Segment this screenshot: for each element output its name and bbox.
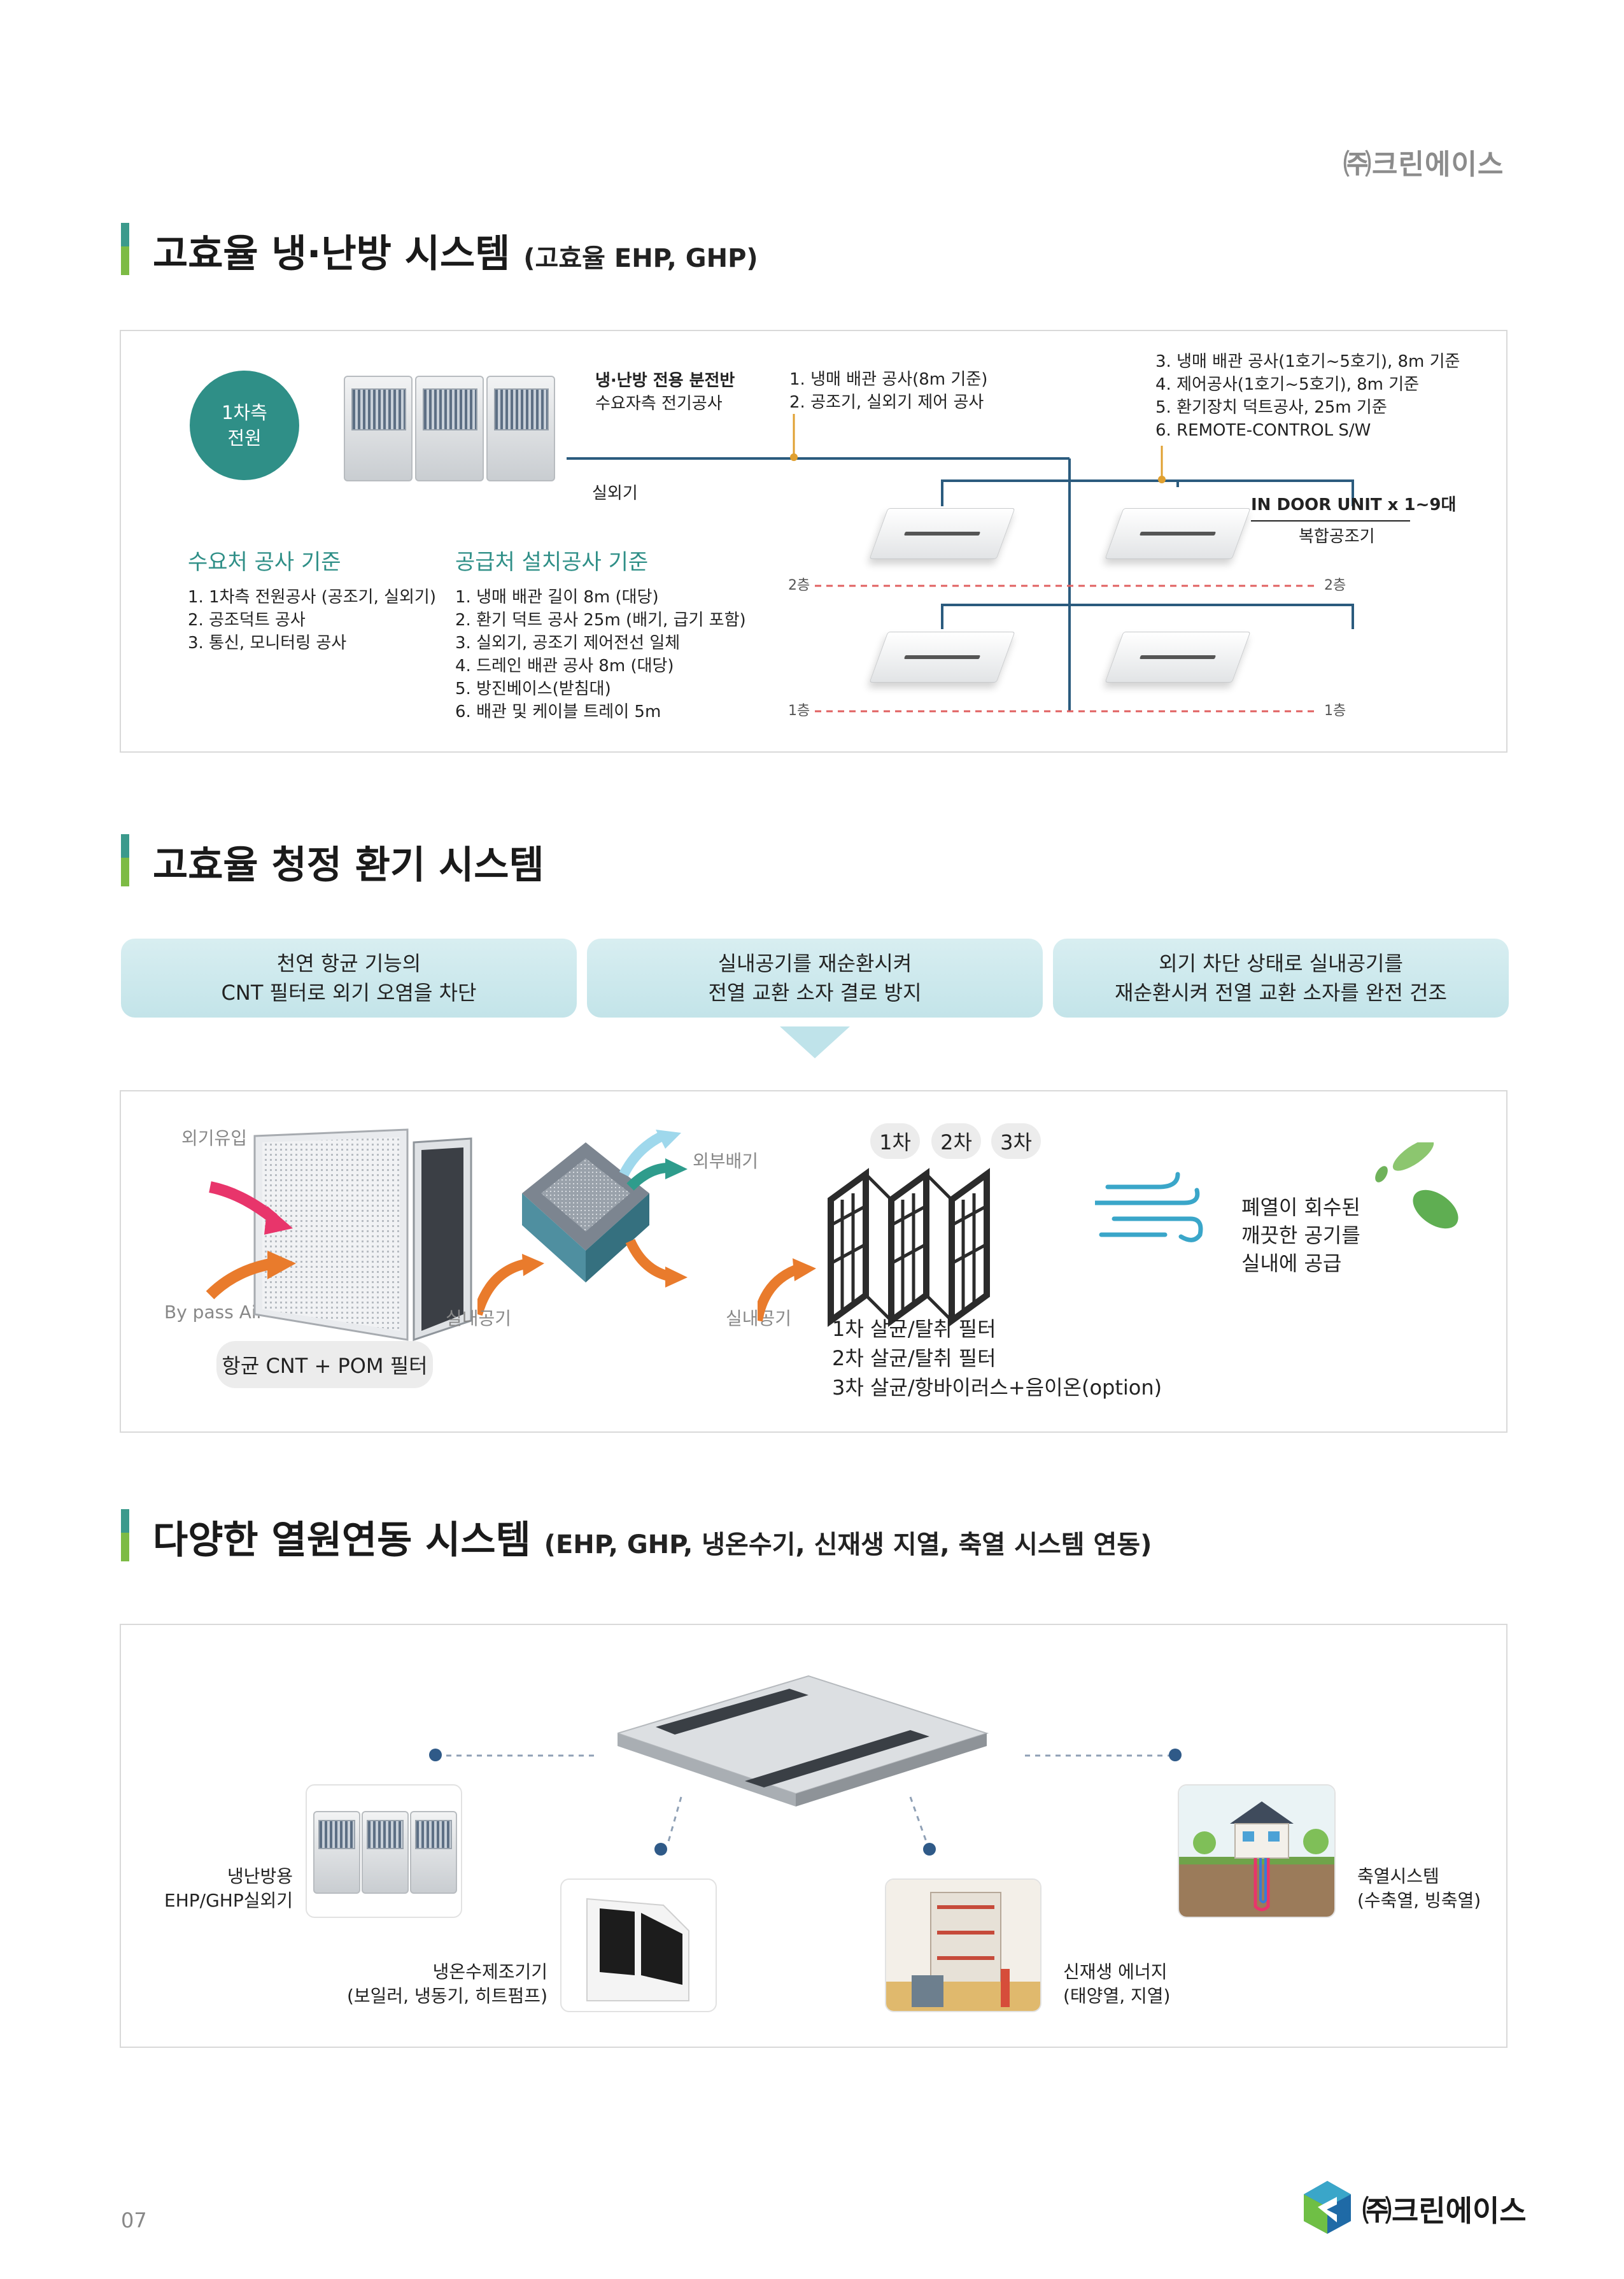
outdoor-unit-image: [344, 376, 560, 488]
indoor-unit-1f-right: [1105, 632, 1251, 683]
panel-note: 냉·난방 전용 분전반 수요자측 전기공사: [595, 371, 735, 413]
cnt-pom-filter-image: [206, 1128, 472, 1342]
floor-1-label-right: 1층: [1324, 703, 1346, 719]
demand-list: 1. 1차측 전원공사 (공조기, 실외기) 2. 공조덕트 공사 3. 통신,…: [188, 588, 436, 653]
stage-description: 1차 살균/탈취 필터 2차 살균/탈취 필터 3차 살균/항바이러스+음이온(…: [832, 1317, 1162, 1400]
heat-exchanger-image: [477, 1130, 688, 1316]
section-marker: [121, 834, 129, 886]
bypass-label: By pass Air: [164, 1302, 264, 1323]
filter-tag: 항균 CNT + POM 필터: [216, 1341, 433, 1388]
item-4-label: 축열시스템 (수축열, 빙축열): [1357, 1866, 1481, 1911]
connector-dot: [429, 1749, 442, 1761]
page-number: 07: [121, 2208, 147, 2233]
section1-title: 고효율 냉·난방 시스템 (고효율 EHP, GHP): [153, 232, 758, 276]
down-arrow-icon: [780, 1026, 850, 1058]
item-1-label: 냉난방용 EHP/GHP실외기: [164, 1866, 293, 1911]
stage-2-tag: 2차: [931, 1123, 981, 1159]
item-2-label: 냉온수제조기기 (보일러, 냉동기, 히트펌프): [346, 1961, 547, 2006]
wind-icon: [1095, 1172, 1203, 1242]
stage-1-tag: 1차: [870, 1123, 920, 1159]
item-3-label: 신재생 에너지 (태양열, 지열): [1063, 1961, 1171, 2006]
ehp-ghp-outdoor-thumbnail: [306, 1784, 462, 1918]
indoor-unit-sublabel: 복합공조기: [1299, 527, 1375, 546]
indoor-air-label-1: 실내공기: [446, 1308, 512, 1329]
demand-heading: 수요처 공사 기준: [188, 550, 341, 575]
renewable-energy-thumbnail: [885, 1878, 1041, 2012]
intake-label: 외기유입: [181, 1128, 248, 1149]
exhaust-label: 외부배기: [693, 1151, 759, 1172]
pipe-note-right: 3. 냉매 배관 공사(1호기~5호기), 8m 기준 4. 제어공사(1호기~…: [1155, 352, 1460, 440]
chiller-thumbnail: [560, 1878, 717, 2012]
company-logo-icon: [1304, 2181, 1351, 2234]
company-logo-top: ㈜크린에이스: [1343, 148, 1504, 181]
floor-1-label-left: 1층: [788, 703, 810, 719]
floor-2-label-left: 2층: [788, 578, 810, 593]
outdoor-unit-label: 실외기: [592, 484, 638, 503]
primary-power-circle: 1차측 전원: [190, 371, 299, 480]
thermal-storage-thumbnail: [1178, 1784, 1336, 1918]
three-stage-filter-image: [758, 1168, 990, 1327]
indoor-unit-label: IN DOOR UNIT x 1~9대: [1251, 495, 1457, 515]
indoor-unit-2f-right: [1105, 508, 1251, 559]
supply-list: 1. 냉매 배관 길이 8m (대당) 2. 환기 덕트 공사 25m (배기,…: [455, 588, 746, 721]
indoor-unit-2f-left: [869, 508, 1015, 559]
hvac-system-diagram: 1차측 전원 실외기 냉·난방 전용 분전반 수요자측 전기공사 1. 냉매 배…: [120, 330, 1507, 753]
indoor-unit-1f-left: [869, 632, 1015, 683]
company-logo-footer: ㈜크린에이스: [1362, 2194, 1527, 2228]
leaf-icon: [1375, 1142, 1458, 1229]
floor-2-label-right: 2층: [1324, 578, 1346, 593]
piping-lines: [567, 414, 1410, 713]
heat-source-diagram: 냉난방용 EHP/GHP실외기 냉온수제조기기 (보일러, 냉동기, 히트펌프)…: [120, 1624, 1507, 2048]
supply-heading: 공급처 설치공사 기준: [455, 550, 649, 575]
connector-dot: [923, 1843, 936, 1856]
section2-title: 고효율 청정 환기 시스템: [153, 843, 544, 888]
ceiling-cassette-image: [618, 1675, 989, 1807]
section-marker: [121, 223, 129, 275]
connector-dot: [1169, 1749, 1182, 1761]
section-marker: [121, 1509, 129, 1561]
result-text: 폐열이 회수된 깨끗한 공기를 실내에 공급: [1241, 1195, 1360, 1275]
section3-title: 다양한 열원연동 시스템 (EHP, GHP, 냉온수기, 신재생 지열, 축열…: [153, 1518, 1152, 1563]
pipe-note-mid: 1. 냉매 배관 공사(8m 기준) 2. 공조기, 실외기 제어 공사: [789, 370, 988, 412]
connector-lines: [436, 1754, 1171, 1842]
ventilation-diagram: 외기유입 By pass Air 항균 CNT + POM 필터: [120, 1090, 1507, 1433]
connector-dot: [654, 1843, 667, 1856]
stage-3-tag: 3차: [991, 1123, 1041, 1159]
